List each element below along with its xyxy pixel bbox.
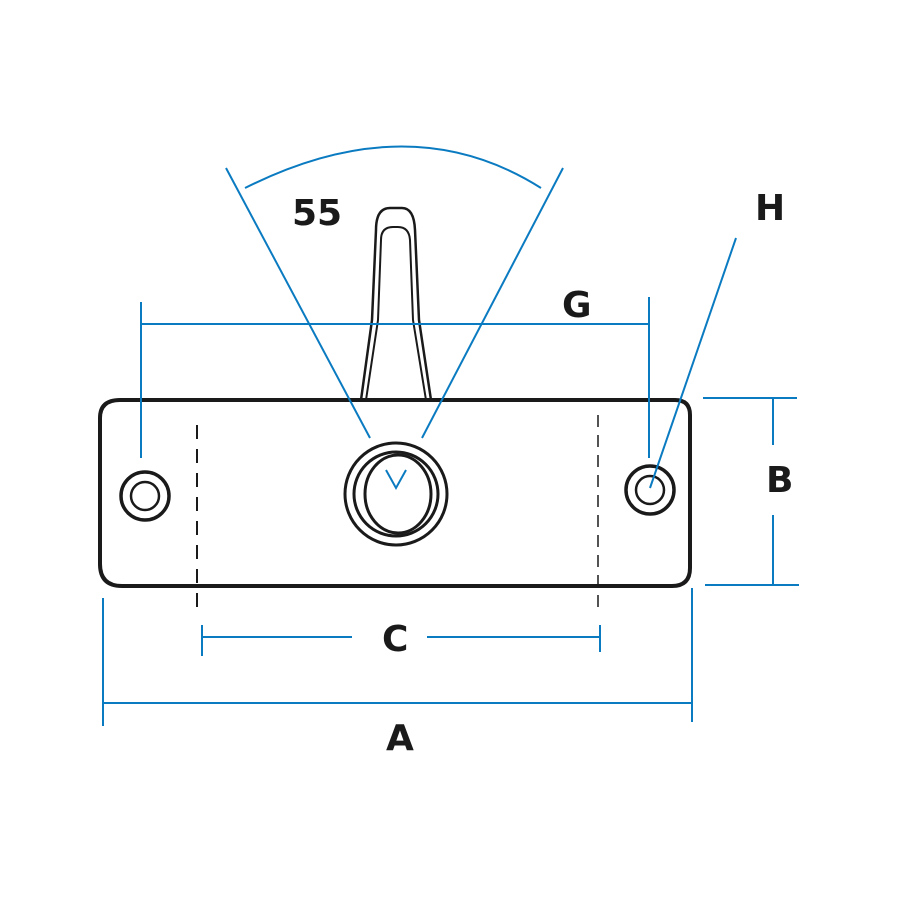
label-g: G	[562, 285, 592, 326]
pivot-ring	[352, 450, 440, 538]
dimension-h-leader	[649, 237, 737, 489]
mounting-hole-left	[119, 470, 171, 522]
mounting-hole-right	[624, 464, 676, 516]
dimension-a	[102, 588, 693, 726]
mounting-hole-right-inner	[634, 474, 666, 506]
pivot-outer-ring	[343, 441, 449, 547]
dimension-c	[201, 625, 601, 656]
mounting-hole-left-inner	[129, 480, 161, 512]
base-plate	[98, 398, 692, 588]
dimension-b	[703, 397, 799, 586]
label-a: A	[386, 718, 414, 759]
label-c: C	[382, 619, 408, 660]
lever-inner	[365, 226, 427, 401]
angle-dimension	[225, 145, 564, 491]
pivot-knob	[363, 453, 433, 535]
label-h: H	[755, 188, 785, 229]
lever-outer	[359, 206, 433, 401]
label-b: B	[766, 460, 793, 501]
angle-label: 55	[292, 193, 342, 234]
dimension-g	[140, 297, 650, 458]
